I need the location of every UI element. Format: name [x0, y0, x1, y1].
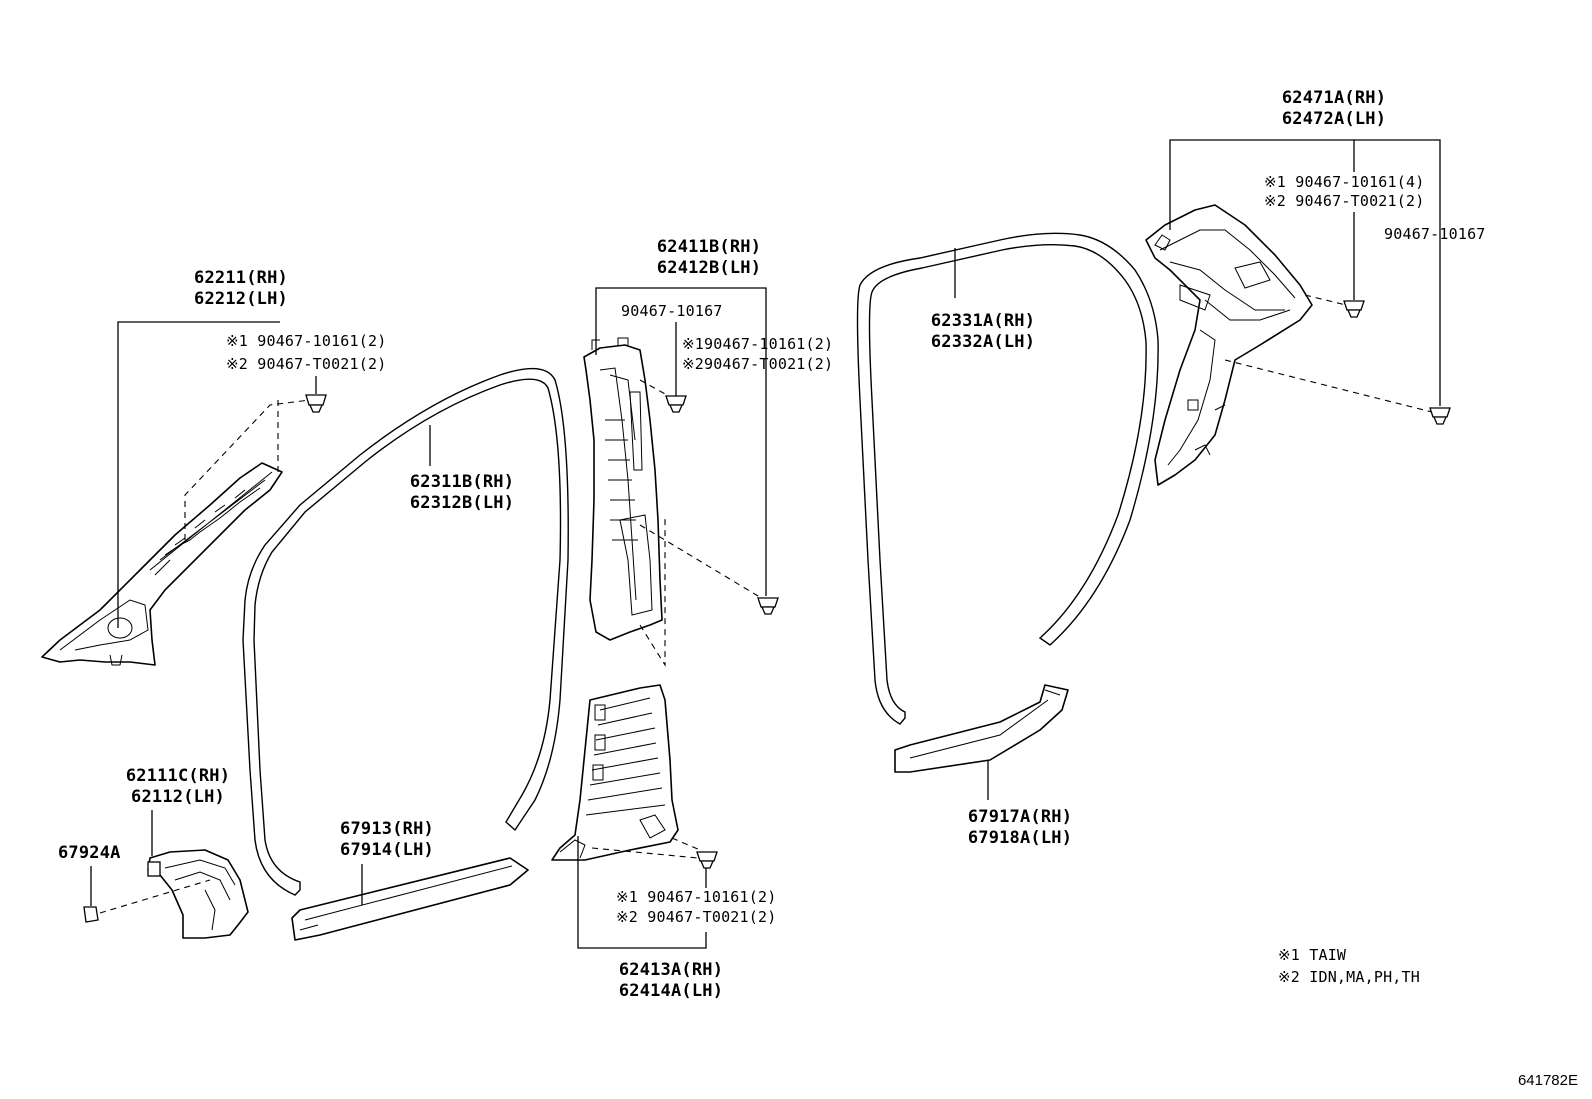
part-number-lh: 62312B(LH) — [409, 493, 515, 513]
leader-62211 — [117, 321, 280, 628]
label-62211: 62211(RH) 62212(LH) — [194, 268, 288, 310]
label-62111: 62111C(RH) 62112(LH) — [126, 766, 230, 808]
label-67917: 67917A(RH) 67918A(LH) — [968, 807, 1072, 849]
part-number-rh: 62471A(RH) — [1281, 88, 1387, 108]
a-pillar-garnish — [41, 462, 283, 666]
label-62471: 62471A(RH) 62472A(LH) — [1282, 88, 1386, 130]
clip-62411-b — [757, 597, 779, 615]
part-number-lh: 62412B(LH) — [656, 258, 762, 278]
clip-62471-a — [1343, 300, 1365, 318]
clip-62471-b — [1429, 407, 1451, 425]
part-number-rh: 62111C(RH) — [125, 766, 231, 786]
clip-note-1: ※1 90467-10161(2) — [226, 332, 387, 350]
front-scuff-plate — [291, 857, 529, 941]
part-number-lh: 62212(LH) — [194, 289, 288, 309]
label-62311: 62311B(RH) 62312B(LH) — [410, 472, 514, 514]
clip-note-1: ※190467-10161(2) — [682, 335, 834, 353]
part-number-lh: 62472A(LH) — [1281, 109, 1387, 129]
cowl-side-trim — [147, 849, 249, 939]
clip-note-1: ※1 90467-10161(2) — [616, 888, 777, 906]
part-number-rh: 67917A(RH) — [967, 807, 1073, 827]
clip-note-2: ※2 90467-T0021(2) — [616, 908, 777, 926]
label-67924: 67924A — [58, 843, 121, 863]
label-62411: 62411B(RH) 62412B(LH) — [657, 237, 761, 279]
rear-scuff-plate — [894, 684, 1069, 773]
legend-note-2: ※2 IDN,MA,PH,TH — [1278, 968, 1420, 986]
part-number-rh: 62413A(RH) — [618, 960, 724, 980]
clip-note-1: ※1 90467-10161(4) — [1264, 173, 1425, 191]
part-number-lh: 67914(LH) — [340, 840, 434, 860]
part-number-lh: 62112(LH) — [131, 787, 225, 807]
clip-note-0: 90467-10167 — [621, 302, 723, 320]
legend-note-1: ※1 TAIW — [1278, 946, 1347, 964]
label-62413: 62413A(RH) 62414A(LH) — [619, 960, 723, 1002]
clip-62413 — [696, 851, 718, 869]
b-pillar-upper-garnish — [583, 337, 663, 641]
clip-note-2: ※2 90467-T0021(2) — [226, 355, 387, 373]
part-number-lh: 62332A(LH) — [930, 332, 1036, 352]
label-62331: 62331A(RH) 62332A(LH) — [931, 311, 1035, 353]
part-number-rh: 62331A(RH) — [930, 311, 1036, 331]
rear-weatherstrip — [856, 232, 1159, 725]
part-number-rh: 62411B(RH) — [656, 237, 762, 257]
clip-note-2: ※2 90467-T0021(2) — [1264, 192, 1425, 210]
b-pillar-lower-garnish — [551, 684, 679, 861]
front-weatherstrip — [242, 367, 569, 896]
clip-note-0: 90467-10167 — [1384, 225, 1486, 243]
part-number-rh: 62211(RH) — [194, 268, 288, 288]
clip-62411-a — [665, 395, 687, 413]
part-number-lh: 67918A(LH) — [967, 828, 1073, 848]
c-pillar-garnish — [1145, 204, 1313, 486]
clip-67924 — [83, 906, 99, 923]
part-number-rh: 67913(RH) — [340, 819, 434, 839]
part-number-rh: 62311B(RH) — [409, 472, 515, 492]
diagram-code: 641782E — [1517, 1072, 1578, 1089]
clip-note-2: ※290467-T0021(2) — [682, 355, 834, 373]
clip-62211 — [305, 394, 327, 413]
label-67913: 67913(RH) 67914(LH) — [340, 819, 434, 861]
part-number-lh: 62414A(LH) — [618, 981, 724, 1001]
